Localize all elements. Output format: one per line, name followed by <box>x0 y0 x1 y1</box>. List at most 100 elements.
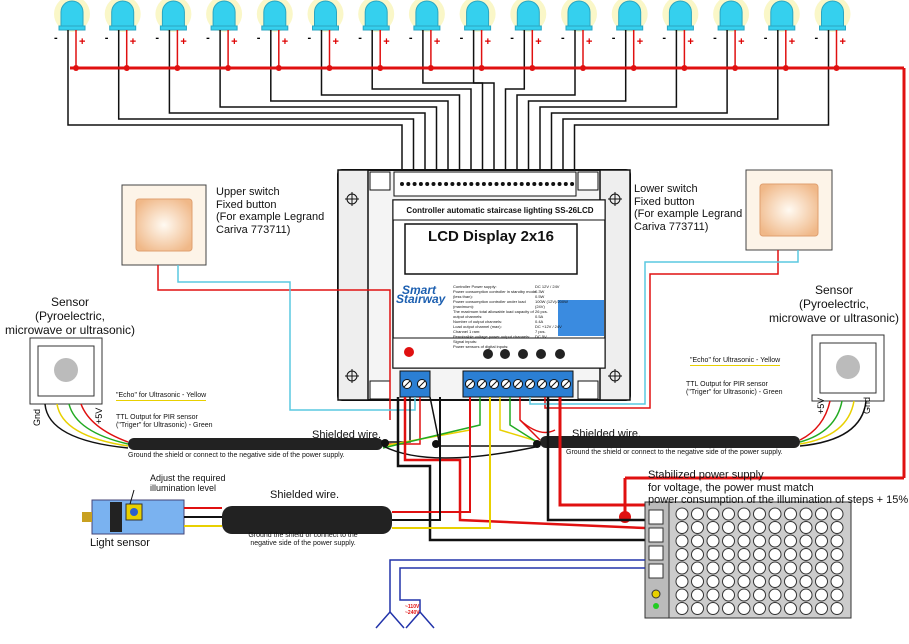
led-base <box>616 25 644 31</box>
vent-hole <box>768 588 782 602</box>
vent-hole <box>784 561 797 575</box>
terminal-screw-slot <box>526 380 534 388</box>
connector-pin <box>431 182 436 186</box>
connector-pin <box>544 182 549 186</box>
controller-spec-values: DC 12V / 24V 0.3W 0.5W 100W (12V)/200W (… <box>535 284 568 339</box>
junction-dot <box>381 439 389 447</box>
led-minus-label: - <box>54 32 58 44</box>
connector-pin <box>494 182 499 186</box>
vent-hole <box>830 548 844 561</box>
connector-pin <box>507 182 512 186</box>
vent-hole <box>815 507 828 521</box>
right-shielded-note: Ground the shield or connect to the nega… <box>566 449 783 456</box>
power-supply <box>644 501 852 619</box>
led-base <box>717 25 745 31</box>
led <box>668 0 692 29</box>
left-sensor <box>29 337 103 405</box>
vent-hole <box>691 534 704 548</box>
led-minus-label: - <box>206 32 210 44</box>
vent-hole <box>784 548 797 561</box>
led-return-wire <box>573 44 830 172</box>
vent-hole <box>706 534 720 548</box>
vent-hole <box>768 602 782 615</box>
vent-hole <box>691 507 704 521</box>
led-base <box>464 25 492 31</box>
right-sensor-wires <box>799 400 867 447</box>
led-plus-label: + <box>586 36 593 48</box>
led-plus-label: + <box>535 36 542 48</box>
led-base <box>58 25 86 31</box>
left-sensor-wires <box>44 403 129 449</box>
led-plus-label: + <box>180 36 187 48</box>
controller-title: Controller automatic staircase lighting … <box>406 206 594 215</box>
vent-hole <box>799 602 813 615</box>
terminal-screw-slot <box>478 380 486 388</box>
terminal-screw-slot <box>466 380 474 388</box>
led-base <box>210 25 238 31</box>
light-sensor-label: Light sensor <box>90 537 150 549</box>
vent-hole <box>722 548 735 561</box>
connector-pin <box>463 182 467 186</box>
terminal-screw-slot <box>562 380 570 388</box>
junction-dot <box>432 440 440 448</box>
connector-pin <box>551 182 556 186</box>
vent-hole <box>799 521 813 534</box>
vent-hole <box>737 507 751 521</box>
vent-hole <box>768 534 782 548</box>
vent-hole <box>722 507 735 521</box>
mains-label: ~110V ~240V <box>405 604 420 616</box>
vent-hole <box>722 534 735 548</box>
vent-hole <box>722 575 735 588</box>
upper-switch <box>121 184 207 266</box>
led-base <box>312 25 339 31</box>
vent-hole <box>675 534 689 548</box>
left-echo-note: "Echo" for Ultrasonic - Yellow <box>116 392 207 402</box>
led-minus-label: - <box>408 32 413 44</box>
led-plus-label: + <box>636 36 644 48</box>
vent-hole <box>830 588 844 602</box>
led-minus-label: - <box>611 32 616 44</box>
led-return-wire <box>527 44 627 172</box>
led <box>212 0 236 29</box>
led-return-wire <box>371 44 472 172</box>
vent-hole <box>675 548 689 561</box>
vent-hole <box>753 534 766 548</box>
led-base <box>413 25 441 31</box>
lower-switch-label: Lower switch Fixed button (For example L… <box>634 183 743 233</box>
junction-dot <box>533 440 541 448</box>
led-plus-label: + <box>788 36 796 48</box>
vent-hole <box>737 602 751 615</box>
vent-hole <box>706 548 720 561</box>
vent-hole <box>737 588 751 602</box>
led-return-wire <box>117 44 415 172</box>
connector-pin <box>406 182 411 186</box>
lower-switch <box>745 169 833 251</box>
vent-hole <box>691 548 704 561</box>
vent-hole <box>706 602 720 615</box>
led <box>364 0 388 29</box>
led-return-wire <box>422 44 484 172</box>
vent-hole <box>706 561 720 575</box>
vent-hole <box>830 561 844 575</box>
bottom-shielded-label: Shielded wire. <box>270 489 340 501</box>
led-minus-label: - <box>814 32 819 44</box>
left-gnd-label: Gnd <box>32 408 42 426</box>
terminal-screws <box>402 379 571 389</box>
vent-hole <box>675 575 689 588</box>
controller-specs: Controller Power supply: Power consumpti… <box>453 284 537 349</box>
vent-hole <box>722 561 735 575</box>
right-ttl-note: TTL Output for PIR sensor ("Triger" for … <box>686 381 783 397</box>
led <box>415 0 439 29</box>
vent-hole <box>753 588 766 602</box>
vent-hole <box>830 534 844 548</box>
vent-hole <box>691 575 704 588</box>
led-minus-label: - <box>763 32 768 44</box>
vent-hole <box>737 534 751 548</box>
terminal-screw-slot <box>514 380 522 388</box>
vent-hole <box>675 561 689 575</box>
led <box>719 0 743 29</box>
vent-hole <box>768 561 782 575</box>
connector-pin <box>570 182 575 186</box>
vent-hole <box>706 575 720 588</box>
